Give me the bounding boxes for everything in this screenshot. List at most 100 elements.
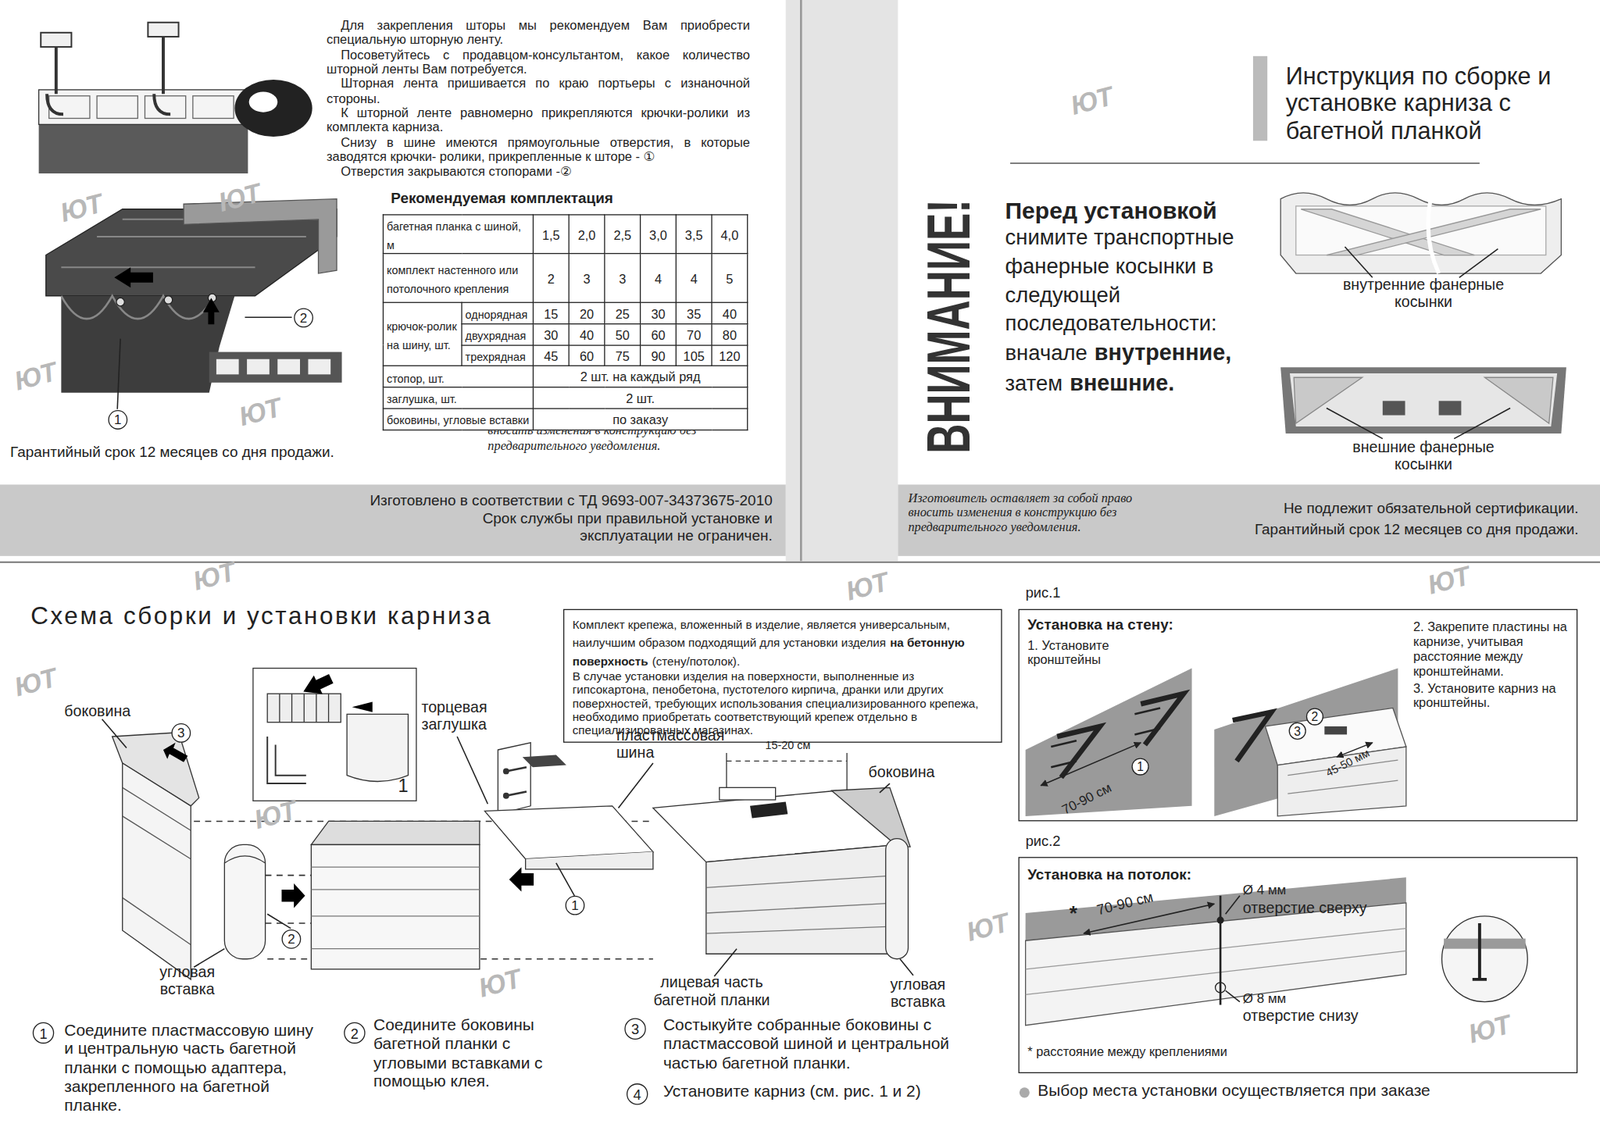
text-line: затемвнешние. bbox=[1005, 367, 1266, 399]
table-cell: крючок-ролик на шину, шт. bbox=[382, 303, 462, 367]
table-cell: 2,0 bbox=[568, 214, 605, 254]
table-cell: трехрядная bbox=[461, 345, 533, 367]
table-cell-text: 5 bbox=[725, 271, 733, 286]
table-cell-text: 4 bbox=[654, 271, 662, 286]
table-cell: 35 bbox=[675, 303, 712, 325]
watermark: ЮТ bbox=[842, 567, 893, 608]
table-cell: 3,0 bbox=[640, 214, 677, 254]
callout-digit: 1 bbox=[39, 1025, 47, 1040]
table-row: заглушка, шт.2 шт. bbox=[382, 387, 747, 409]
callout-number: 3 bbox=[624, 1018, 646, 1040]
label-text: снимите транспортные фанерные косынки в … bbox=[1005, 224, 1266, 339]
callout-number: 1 bbox=[32, 1022, 54, 1044]
table-row: боковины, угловые вставкипо заказу bbox=[382, 408, 747, 430]
table-cell: 30 bbox=[640, 303, 677, 325]
callout-digit: 3 bbox=[177, 726, 185, 740]
table-cell: 2 bbox=[532, 253, 569, 304]
label-text: Гарантийный срок 12 месяцев со дня прода… bbox=[10, 443, 335, 461]
callout-digit: 3 bbox=[1293, 725, 1301, 738]
table-cell-text: двухрядная bbox=[465, 329, 527, 343]
label-text: 1 bbox=[397, 775, 408, 797]
table-column bbox=[532, 214, 569, 430]
table-cell: 50 bbox=[604, 324, 641, 346]
table-cell-text: 3,5 bbox=[685, 228, 704, 243]
watermark: ЮТ bbox=[11, 357, 61, 398]
table-cell: 25 bbox=[604, 303, 641, 325]
table-cell-text: багетная планка с шиной, м bbox=[386, 220, 522, 251]
label-text: Изготовлено в соответствии с ТД 9693-007… bbox=[306, 492, 773, 510]
table-cell: 105 bbox=[675, 345, 712, 367]
callout-digit: 1 bbox=[114, 413, 122, 427]
box-text: * расстояние между креплениями bbox=[1027, 1044, 1228, 1060]
table-cell-text: 1,5 bbox=[542, 228, 561, 243]
label-text: К шторной ленте равномерно прикрепляются… bbox=[326, 106, 750, 136]
label-text: боковина bbox=[868, 763, 936, 782]
label-text: рис.1 bbox=[1025, 584, 1061, 601]
callout-number: 2 bbox=[343, 1022, 365, 1044]
callout-digit: 3 bbox=[631, 1021, 640, 1036]
text-group: Для закрепления шторы мы рекомендуем Вам… bbox=[326, 18, 750, 180]
label-text: 70-90 см bbox=[1060, 780, 1115, 818]
text-group: Перед установкойснимите транспортные фан… bbox=[1005, 196, 1266, 399]
label-text: торцевая заглушка bbox=[421, 699, 505, 733]
table-cell-text: 120 bbox=[718, 350, 740, 365]
table-cell: 70 bbox=[675, 324, 712, 346]
label-text: Срок службы при правильной установке и э… bbox=[479, 510, 773, 545]
table-cell-text: 2 шт. на каждый ряд bbox=[580, 371, 701, 386]
watermark: ЮТ bbox=[963, 907, 1013, 949]
table-cell-text: 4,0 bbox=[721, 228, 740, 243]
label-text: Ø 8 мм bbox=[1242, 992, 1286, 1008]
label-text: Соедините боковины багетной планки с угл… bbox=[373, 1016, 578, 1092]
table-cell: 60 bbox=[568, 345, 605, 367]
label-text: 70-90 см bbox=[1095, 888, 1155, 918]
label-text: боковина bbox=[64, 702, 131, 721]
box-text: (стену/потолок). bbox=[652, 653, 740, 668]
watermark: ЮТ bbox=[215, 178, 265, 219]
box-text: 3. Установите карниз на кронштейны. bbox=[1413, 681, 1569, 711]
box-text: 2. Закрепите пластины на карнизе, учитыв… bbox=[1413, 620, 1569, 679]
label-text: внутренние фанерные косынки bbox=[1331, 276, 1515, 311]
table-cell-text: однорядная bbox=[465, 308, 529, 322]
table-cell-text: 4 bbox=[690, 271, 698, 286]
label-text: Ø 4 мм bbox=[1242, 883, 1286, 900]
callout-number: 4 bbox=[626, 1083, 648, 1105]
table-cell: однорядная bbox=[461, 303, 533, 325]
table-cell-text: 90 bbox=[650, 350, 665, 365]
instruction-box: Установка на потолок:* расстояние между … bbox=[1018, 857, 1579, 1074]
watermark: ЮТ bbox=[235, 392, 286, 434]
table-row: крючок-ролик на шину, шт.однорядная15202… bbox=[382, 303, 747, 325]
table-column bbox=[461, 214, 533, 430]
watermark: ЮТ bbox=[475, 964, 525, 1005]
watermark: ЮТ bbox=[57, 188, 107, 229]
label-text: Посоветуйтесь с продавцом-консультантом,… bbox=[326, 47, 750, 77]
table-cell-text: заглушка, шт. bbox=[386, 392, 458, 406]
table-cell-text: 2,5 bbox=[613, 228, 632, 243]
label-text: Выбор места установки осуществляется при… bbox=[1037, 1081, 1430, 1100]
table-cell: 45 bbox=[532, 345, 569, 367]
box-text: В случае установки изделия на поверхност… bbox=[572, 669, 993, 738]
callout-digit: 2 bbox=[350, 1025, 359, 1040]
table-cell-text: 20 bbox=[579, 307, 594, 322]
callout-digit: 1 bbox=[571, 899, 579, 913]
table-cell-text: 3 bbox=[618, 271, 626, 286]
label-text: Не подлежит обязательной сертификации. bbox=[1173, 500, 1579, 518]
label-text: Изготовитель оставляет за собой право вн… bbox=[907, 490, 1175, 535]
text-line: вначалевнутренние, bbox=[1005, 337, 1266, 368]
table-row: комплект настенного или потолочного креп… bbox=[382, 253, 747, 304]
table-cell-text: 80 bbox=[722, 328, 737, 343]
table-column bbox=[675, 214, 712, 430]
table-column bbox=[711, 214, 748, 430]
callout-number: 2 bbox=[281, 929, 301, 950]
watermark: ЮТ bbox=[1465, 1010, 1515, 1051]
table-cell: 4 bbox=[675, 253, 712, 304]
table-cell: 3,5 bbox=[675, 214, 712, 254]
table-cell: боковины, угловые вставки bbox=[382, 408, 533, 430]
table-cell-text: 70 bbox=[686, 328, 701, 343]
callout-number: 1 bbox=[1131, 757, 1149, 775]
callout-number: 1 bbox=[107, 410, 128, 430]
label-text: Гарантийный срок 12 месяцев со дня прода… bbox=[1173, 521, 1579, 539]
table-cell: стопор, шт. bbox=[382, 366, 533, 388]
table-cell-text: 2 bbox=[547, 271, 555, 286]
label-text: внешние. bbox=[1069, 370, 1175, 397]
table-cell-text: 2,0 bbox=[578, 228, 597, 243]
